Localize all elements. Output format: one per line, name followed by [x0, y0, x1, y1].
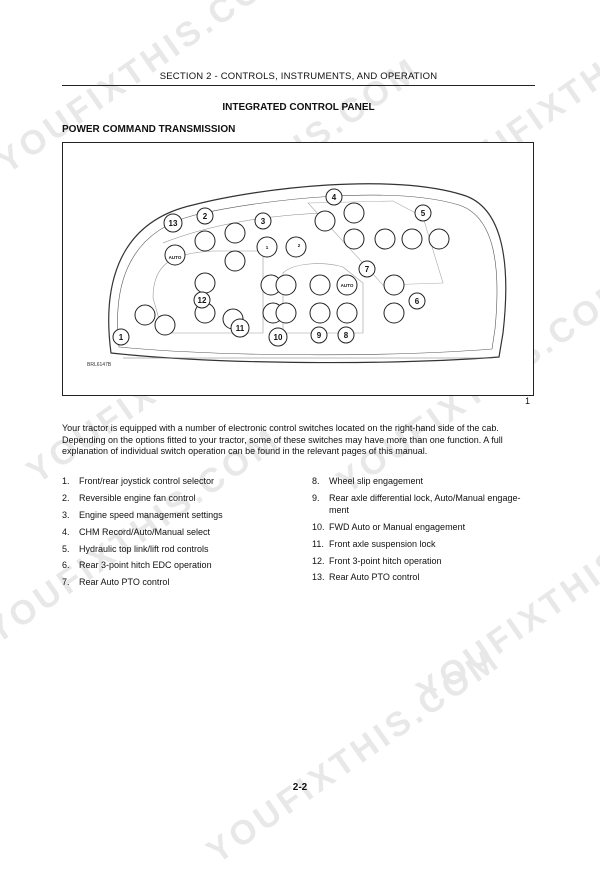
callout-13: 13: [163, 213, 183, 233]
figure-reference-code: BRL6147B: [87, 362, 112, 368]
figure-number: 1: [525, 396, 531, 406]
callout-1: 1: [112, 328, 130, 346]
callout-12: 12: [193, 291, 211, 309]
svg-text:9: 9: [317, 331, 322, 340]
callout-8: 8: [337, 326, 355, 344]
svg-text:5: 5: [421, 209, 426, 218]
callout-6: 6: [408, 292, 426, 310]
legend-list-left: 1.Front/rear joystick control selector 2…: [62, 475, 292, 593]
list-item: 6.Rear 3-point hitch EDC operation: [62, 560, 212, 571]
svg-text:12: 12: [198, 296, 207, 305]
svg-text:1: 1: [119, 333, 124, 342]
list-item: 5.Hydraulic top link/lift rod controls: [62, 543, 209, 554]
callout-10: 10: [268, 327, 288, 347]
callout-5: 5: [414, 204, 432, 222]
svg-text:6: 6: [415, 297, 420, 306]
engine-speed-2-label: 2: [298, 243, 301, 248]
control-panel-figure: AUTO 1 2 AUTO: [62, 142, 534, 396]
svg-text:11: 11: [236, 324, 245, 333]
list-item: 7.Rear Auto PTO control: [62, 577, 170, 588]
legend-list-right: 8.Wheel slip engagement 9.Rear axle diff…: [312, 475, 540, 588]
callout-9: 9: [310, 326, 328, 344]
svg-text:7: 7: [365, 265, 370, 274]
svg-text:3: 3: [261, 217, 266, 226]
svg-text:4: 4: [332, 193, 337, 202]
section-header: SECTION 2 - CONTROLS, INSTRUMENTS, AND O…: [159, 71, 438, 82]
list-item: 4.CHM Record/Auto/Manual select: [62, 526, 211, 537]
list-item: 2.Reversible engine fan control: [62, 492, 196, 503]
svg-text:10: 10: [274, 333, 283, 342]
intro-paragraph: Your tractor is equipped with a number o…: [62, 423, 503, 457]
switch-group: AUTO 1 2 AUTO: [134, 202, 450, 336]
list-item: 12.Front 3-point hitch operation: [312, 555, 442, 566]
watermark: YOUFIXTHIS.COM: [200, 639, 508, 872]
callout-4: 4: [325, 188, 343, 206]
list-item: 11.Front axle suspension lock: [312, 538, 436, 549]
list-item: 10.FWD Auto or Manual engagement: [312, 521, 466, 532]
callout-2: 2: [196, 207, 214, 225]
list-item: 3.Engine speed management settings: [62, 509, 223, 520]
section-title: POWER COMMAND TRANSMISSION: [62, 124, 236, 135]
header-divider: [62, 85, 535, 86]
list-item: 9.Rear axle differential lock, Auto/Manu…: [312, 492, 521, 515]
svg-text:2: 2: [203, 212, 208, 221]
callout-7: 7: [358, 260, 376, 278]
panel-title: INTEGRATED CONTROL PANEL: [222, 102, 375, 113]
auto-switch-label: AUTO: [341, 283, 354, 288]
auto-switch-label: AUTO: [169, 255, 182, 260]
list-item: 8.Wheel slip engagement: [312, 476, 424, 486]
svg-text:13: 13: [169, 219, 178, 228]
callout-11: 11: [230, 318, 250, 338]
callout-3: 3: [254, 212, 272, 230]
control-panel-illustration: AUTO 1 2 AUTO: [108, 183, 507, 364]
svg-text:8: 8: [344, 331, 349, 340]
page-number: 2-2: [292, 782, 308, 793]
engine-speed-1-label: 1: [266, 245, 269, 250]
list-item: 1.Front/rear joystick control selector: [62, 476, 215, 486]
list-item: 13.Rear Auto PTO control: [312, 572, 420, 583]
